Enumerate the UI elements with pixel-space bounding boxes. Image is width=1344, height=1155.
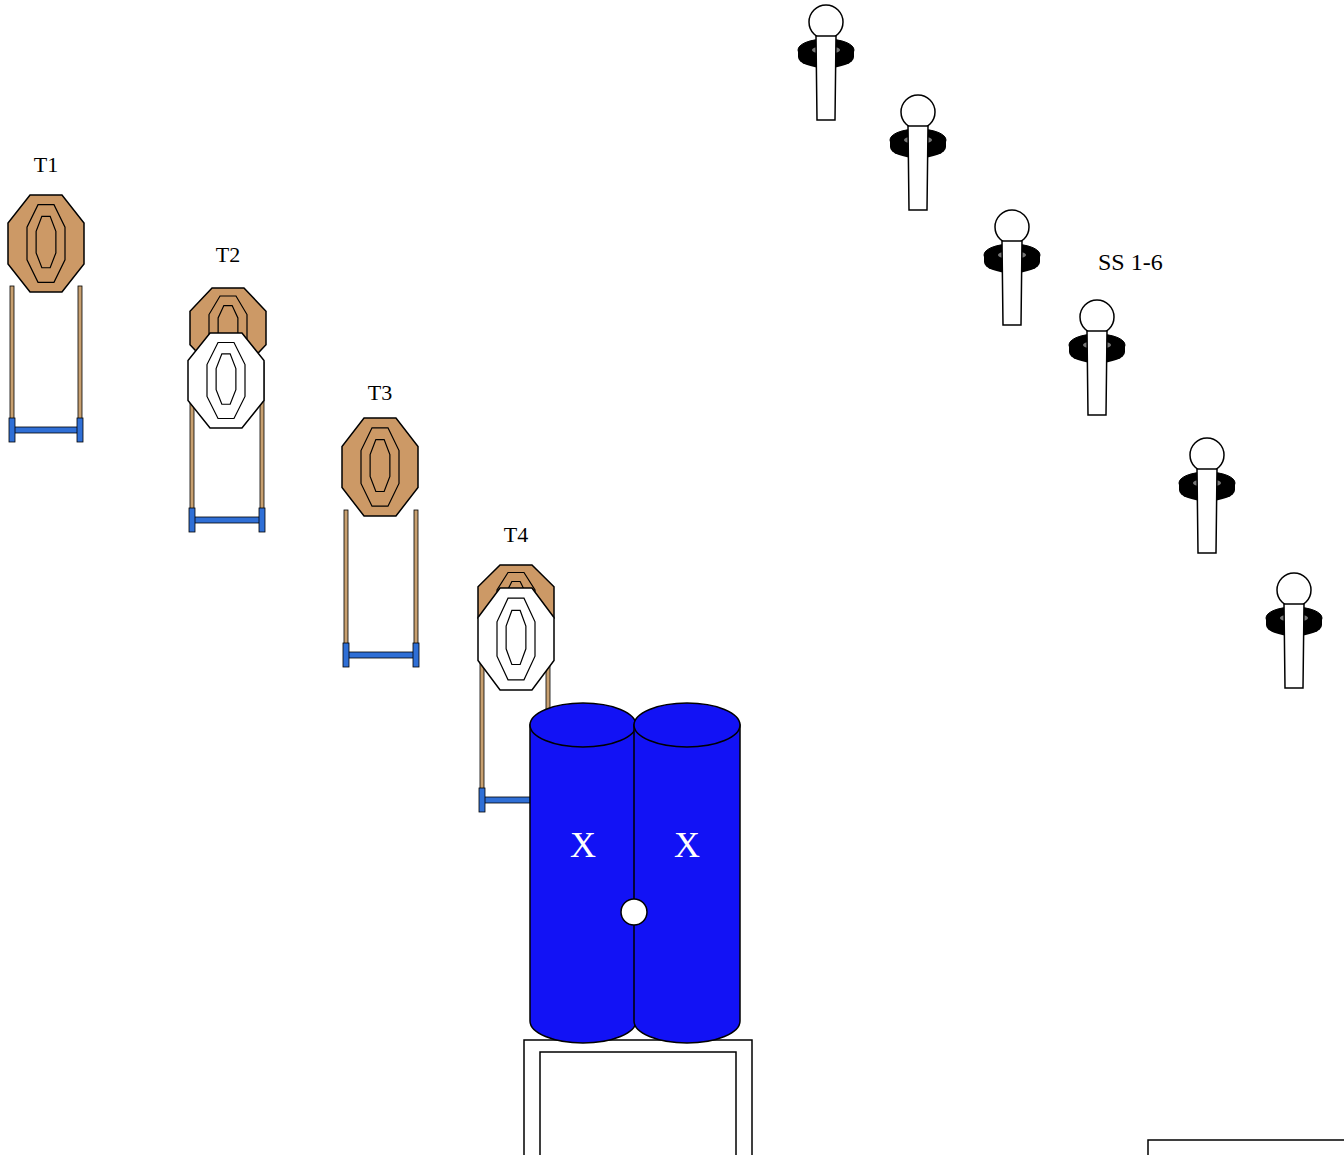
stand-foot xyxy=(9,418,15,442)
stand-foot xyxy=(413,643,419,667)
target-stand: T3 xyxy=(335,375,425,671)
shooting-box xyxy=(524,1040,752,1155)
target-zone xyxy=(36,216,56,267)
target-zone xyxy=(370,440,390,492)
steel-popper xyxy=(890,95,946,210)
group-label: SS 1-6 xyxy=(1098,248,1163,276)
target-zone xyxy=(216,354,236,404)
barrel-body xyxy=(634,725,740,1043)
barrel-top xyxy=(634,703,740,747)
barrel-shape xyxy=(530,703,636,1043)
barrel-mark: X xyxy=(530,825,636,865)
target-label: T2 xyxy=(183,243,273,267)
target-zone xyxy=(207,343,245,419)
target-zone xyxy=(497,598,535,680)
stand-pole xyxy=(78,286,82,430)
barrel: X xyxy=(634,703,740,1043)
target-face xyxy=(188,333,264,428)
stand-base xyxy=(346,652,416,658)
target-shape xyxy=(335,375,425,671)
steel-popper xyxy=(1069,300,1125,415)
target-shape xyxy=(183,237,273,536)
stand-pole xyxy=(414,510,418,655)
stand-base xyxy=(12,427,80,433)
target-face xyxy=(8,195,84,292)
steel-popper xyxy=(798,5,854,120)
target-zone xyxy=(361,428,399,506)
stand-foot xyxy=(77,418,83,442)
stand-foot xyxy=(479,788,485,812)
target-label: T1 xyxy=(1,153,91,177)
stand-pole xyxy=(344,510,348,655)
barrel-mark: X xyxy=(634,825,740,865)
barrel: X xyxy=(530,703,636,1043)
barrel-top xyxy=(530,703,636,747)
shooting-box-inner xyxy=(540,1052,736,1155)
target-zone xyxy=(506,610,526,664)
target-stand: T2 xyxy=(183,237,273,536)
barrel-joint xyxy=(621,899,647,925)
target-stand: T1 xyxy=(1,147,91,446)
steel-popper xyxy=(1266,573,1322,688)
target-face xyxy=(342,418,418,516)
stand-foot xyxy=(189,508,195,532)
barrel-body xyxy=(530,725,636,1043)
stand-foot xyxy=(343,643,349,667)
target-label: T3 xyxy=(335,381,425,405)
frame-corner xyxy=(1148,1140,1344,1155)
stand-pole xyxy=(10,286,14,430)
steel-popper xyxy=(984,210,1040,325)
target-shape xyxy=(1,147,91,446)
stand-base xyxy=(192,517,262,523)
target-label: T4 xyxy=(471,523,561,547)
target-zone xyxy=(27,205,65,283)
stand-foot xyxy=(259,508,265,532)
target-face xyxy=(478,588,554,690)
barrel-shape xyxy=(634,703,740,1043)
steel-popper xyxy=(1179,438,1235,553)
